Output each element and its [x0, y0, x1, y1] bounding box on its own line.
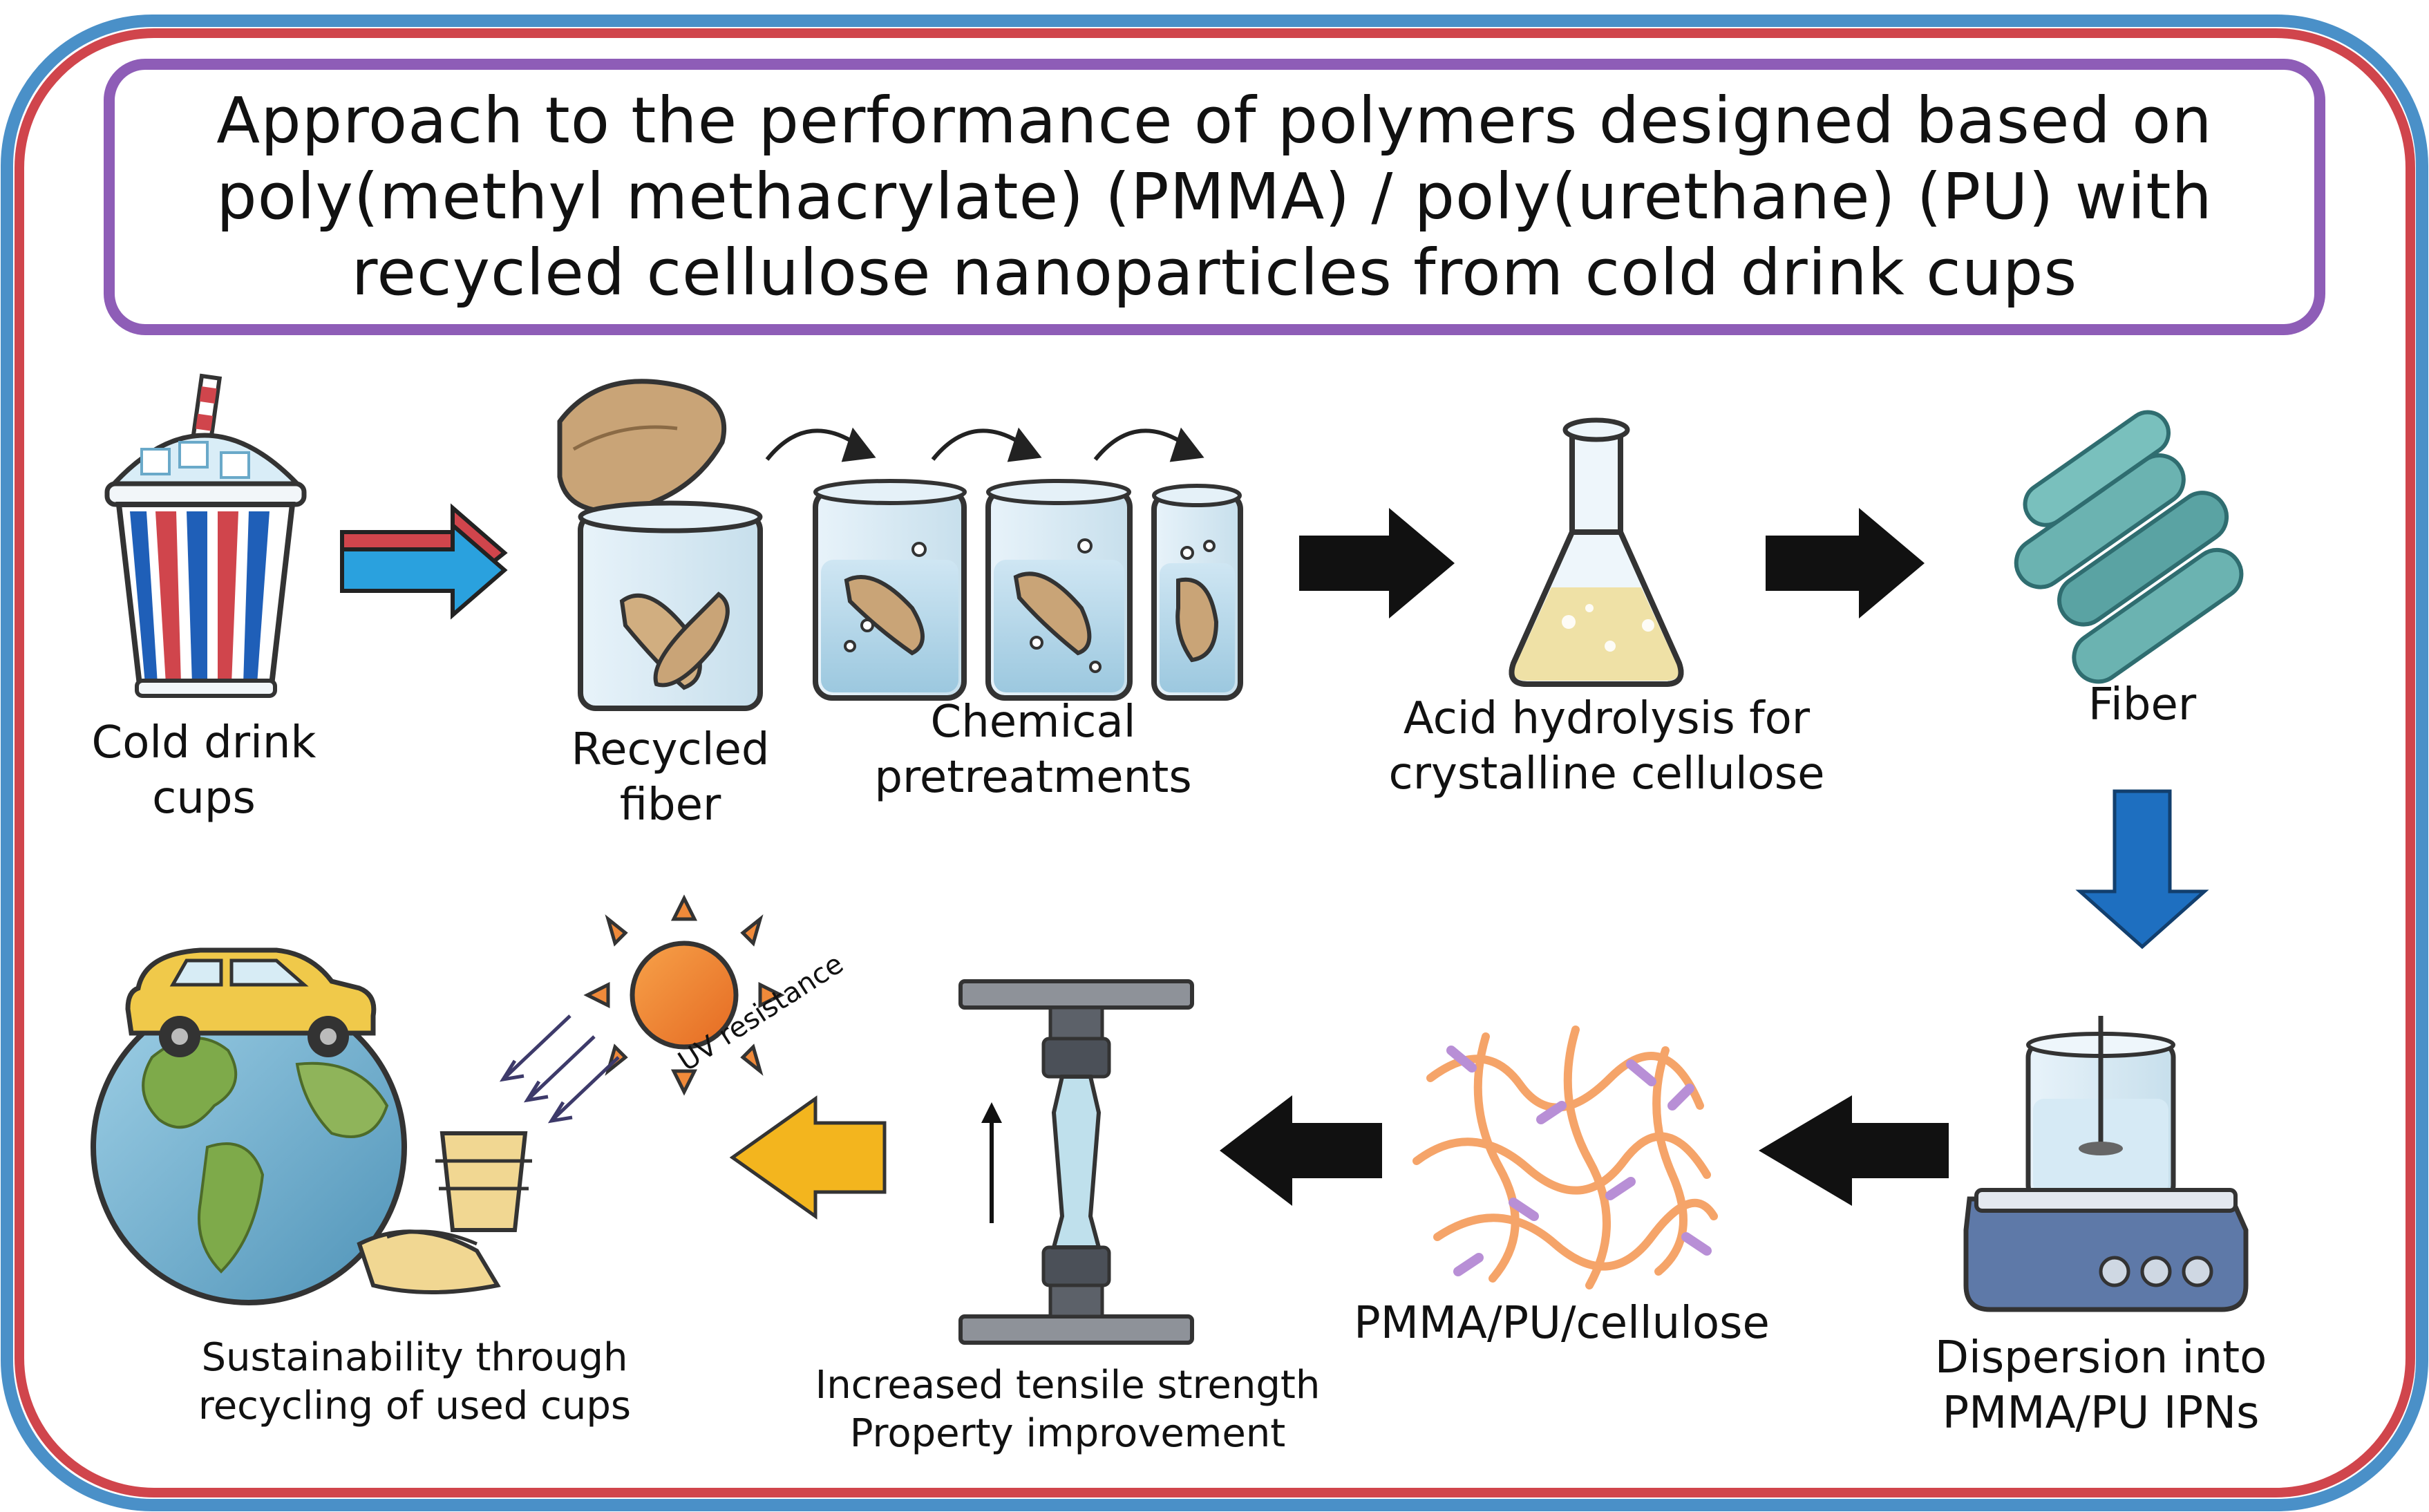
label-dispersion: Dispersion into PMMA/PU IPNs: [1900, 1330, 2301, 1441]
label-sustainability: Sustainability through recycling of used…: [159, 1334, 670, 1430]
label-dispersion-line-2: PMMA/PU IPNs: [1942, 1388, 2260, 1439]
label-cold-drink-cups: Cold drink cups: [83, 715, 325, 826]
label-composite-line-1: PMMA/PU/cellulose: [1354, 1298, 1770, 1349]
arrow-acid-to-fiber: [1766, 508, 1925, 618]
label-recycled-fiber-line-2: fiber: [619, 779, 721, 831]
label-acid-hydrolysis: Acid hydrolysis for crystalline cellulos…: [1365, 691, 1849, 802]
label-acid-line-2: crystalline cellulose: [1388, 748, 1825, 800]
label-recycled-fiber-line-1: Recycled: [571, 724, 770, 775]
curved-arrows: [765, 427, 1204, 462]
earth-car-cups-icon: [91, 947, 532, 1305]
magnetic-stirrer-icon: [1963, 1016, 2249, 1312]
cold-drink-cup-icon: [104, 373, 307, 698]
label-cold-drink-cups-line-1: Cold drink: [91, 717, 316, 768]
label-recycled-fiber: Recycled fiber: [553, 722, 788, 833]
arrow-composite-to-tensile: [1220, 1095, 1382, 1206]
label-fiber: Fiber: [2045, 677, 2239, 733]
title-line-3: recycled cellulose nanoparticles from co…: [351, 236, 2078, 310]
label-chemical-pretreatments: Chemical pretreatments: [850, 694, 1216, 805]
label-tensile-line-1: Increased tensile strength: [815, 1363, 1321, 1408]
label-composite: PMMA/PU/cellulose: [1320, 1296, 1804, 1351]
uv-ray-arrows: [499, 1014, 620, 1124]
label-cold-drink-cups-line-2: cups: [152, 773, 256, 824]
label-fiber-line-1: Fiber: [2088, 679, 2197, 730]
arrow-pretreat-to-acid: [1299, 508, 1455, 618]
arrow-fiber-to-dispersion: [2075, 789, 2209, 949]
title-line-1: Approach to the performance of polymers …: [216, 84, 2213, 158]
tensile-tester-icon: [958, 979, 1194, 1345]
sun-icon: [583, 894, 785, 1096]
title-box: Approach to the performance of polymers …: [104, 59, 2325, 335]
label-dispersion-line-1: Dispersion into: [1934, 1332, 2267, 1383]
label-tensile-line-2: Property improvement: [849, 1411, 1286, 1456]
label-acid-line-1: Acid hydrolysis for: [1403, 693, 1811, 744]
polymer-network-icon: [1412, 1026, 1718, 1289]
label-sustainability-line-1: Sustainability through: [201, 1335, 628, 1380]
erlenmeyer-flask-icon: [1509, 417, 1684, 687]
outer-frame-red: [15, 28, 2415, 1497]
title-line-2: poly(methyl methacrylate) (PMMA) / poly(…: [216, 160, 2213, 234]
arrow-cups-to-fiber: [340, 503, 508, 620]
arrow-dispersion-to-composite: [1759, 1095, 1949, 1206]
outer-frame-blue: [1, 15, 2428, 1511]
label-chemical-line-2: pretreatments: [874, 752, 1192, 803]
beakers-pretreatment-icon: [813, 479, 1243, 701]
label-chemical-line-1: Chemical: [930, 697, 1136, 748]
label-tensile: Increased tensile strength Property impr…: [774, 1361, 1361, 1458]
arrow-tensile-to-sustainability: [729, 1095, 887, 1220]
beaker-with-fiber-icon: [557, 379, 763, 711]
fiber-bundle-icon: [2014, 410, 2244, 684]
label-sustainability-line-2: recycling of used cups: [198, 1383, 632, 1428]
